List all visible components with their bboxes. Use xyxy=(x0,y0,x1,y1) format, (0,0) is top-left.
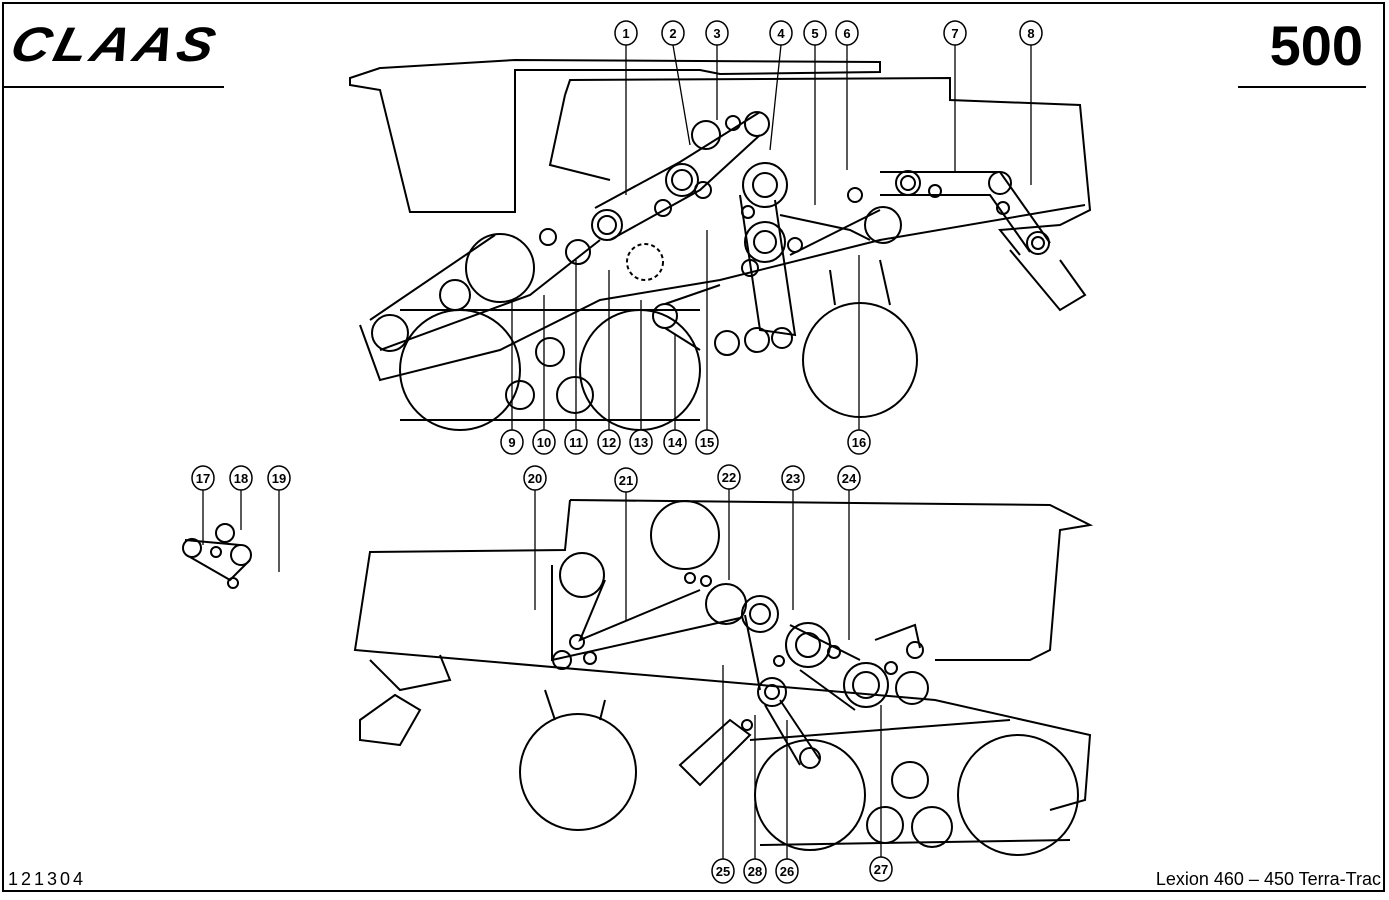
callout-17: 17 xyxy=(191,465,215,491)
callout-number: 15 xyxy=(700,435,714,450)
callout-number: 25 xyxy=(716,864,730,879)
callout-circle xyxy=(229,465,253,491)
callout-circle xyxy=(661,20,685,46)
callout-number: 16 xyxy=(852,435,866,450)
callout-circle xyxy=(847,429,871,455)
callout-circle xyxy=(663,429,687,455)
callout-number: 4 xyxy=(777,26,785,41)
callout-number: 22 xyxy=(722,470,736,485)
callout-number: 19 xyxy=(272,471,286,486)
callout-circle xyxy=(564,429,588,455)
callout-number: 28 xyxy=(748,864,762,879)
callout-circle xyxy=(803,20,827,46)
callout-number: 2 xyxy=(669,26,676,41)
document-id: 121304 xyxy=(8,869,87,889)
callout-13: 13 xyxy=(629,429,653,455)
callout-circle xyxy=(717,464,741,490)
lower-belts-and-pulleys xyxy=(551,500,929,769)
leader-line-4 xyxy=(769,44,782,151)
callout-number: 1 xyxy=(622,26,629,41)
callout-circle xyxy=(781,465,805,491)
callout-6: 6 xyxy=(835,20,859,46)
callout-27: 27 xyxy=(869,856,893,882)
model-caption: Lexion 460 – 450 Terra-Trac xyxy=(1155,869,1381,889)
callout-10: 10 xyxy=(532,429,556,455)
callout-18: 18 xyxy=(229,465,253,491)
callout-circle xyxy=(943,20,967,46)
callout-number: 27 xyxy=(874,862,888,877)
callout-circle xyxy=(769,20,793,46)
header-rule xyxy=(2,86,224,88)
callout-8: 8 xyxy=(1019,20,1043,46)
callout-24: 24 xyxy=(837,465,861,491)
callout-number: 18 xyxy=(234,471,248,486)
callout-21: 21 xyxy=(614,467,638,493)
callout-12: 12 xyxy=(597,429,621,455)
callout-circle xyxy=(743,858,767,884)
callout-number: 14 xyxy=(668,435,683,450)
callout-23: 23 xyxy=(781,465,805,491)
callout-9: 9 xyxy=(500,429,524,455)
callout-circle xyxy=(835,20,859,46)
leader-lines xyxy=(202,44,1032,859)
callout-5: 5 xyxy=(803,20,827,46)
callout-circle xyxy=(597,429,621,455)
callout-number: 20 xyxy=(528,471,542,486)
callout-25: 25 xyxy=(711,858,735,884)
upper-combine-outline xyxy=(349,58,1092,431)
callout-number: 10 xyxy=(537,435,551,450)
callout-circle xyxy=(837,465,861,491)
callout-circle xyxy=(532,429,556,455)
callout-circle xyxy=(629,429,653,455)
callout-circle xyxy=(869,856,893,882)
callout-16: 16 xyxy=(847,429,871,455)
callout-number: 17 xyxy=(196,471,210,486)
callout-19: 19 xyxy=(267,465,291,491)
callout-number: 12 xyxy=(602,435,616,450)
callout-circle xyxy=(775,858,799,884)
callout-26: 26 xyxy=(775,858,799,884)
callout-20: 20 xyxy=(523,465,547,491)
callout-circle xyxy=(267,465,291,491)
upper-belts-and-pulleys xyxy=(369,111,1051,356)
callout-number: 23 xyxy=(786,471,800,486)
callout-circle xyxy=(614,20,638,46)
callout-number: 7 xyxy=(951,26,958,41)
callout-14: 14 xyxy=(663,429,687,455)
callout-1: 1 xyxy=(614,20,638,46)
callout-number: 9 xyxy=(508,435,515,450)
callout-circle xyxy=(500,429,524,455)
callout-number: 26 xyxy=(780,864,794,879)
callout-circle xyxy=(614,467,638,493)
page-number-rule xyxy=(1238,86,1366,88)
callout-circle xyxy=(711,858,735,884)
callout-number: 21 xyxy=(619,473,633,488)
callout-28: 28 xyxy=(743,858,767,884)
callout-number: 5 xyxy=(811,26,818,41)
callout-circle xyxy=(695,429,719,455)
callout-3: 3 xyxy=(705,20,729,46)
page-number: 500 xyxy=(1269,14,1363,77)
callout-number: 3 xyxy=(713,26,720,41)
callout-number: 6 xyxy=(843,26,850,41)
callout-number: 24 xyxy=(842,471,857,486)
callout-11: 11 xyxy=(564,429,588,455)
callout-7: 7 xyxy=(943,20,967,46)
callout-circle xyxy=(705,20,729,46)
detail-17-19 xyxy=(182,523,252,589)
callout-2: 2 xyxy=(661,20,685,46)
callout-number: 11 xyxy=(569,435,583,450)
callout-15: 15 xyxy=(695,429,719,455)
callout-22: 22 xyxy=(717,464,741,490)
callout-circle xyxy=(1019,20,1043,46)
lower-combine-outline xyxy=(353,499,1094,856)
callout-number: 13 xyxy=(634,435,648,450)
callout-circle xyxy=(523,465,547,491)
callout-number: 8 xyxy=(1027,26,1034,41)
callout-circle xyxy=(191,465,215,491)
callout-4: 4 xyxy=(769,20,793,46)
leader-line-2 xyxy=(672,44,691,146)
